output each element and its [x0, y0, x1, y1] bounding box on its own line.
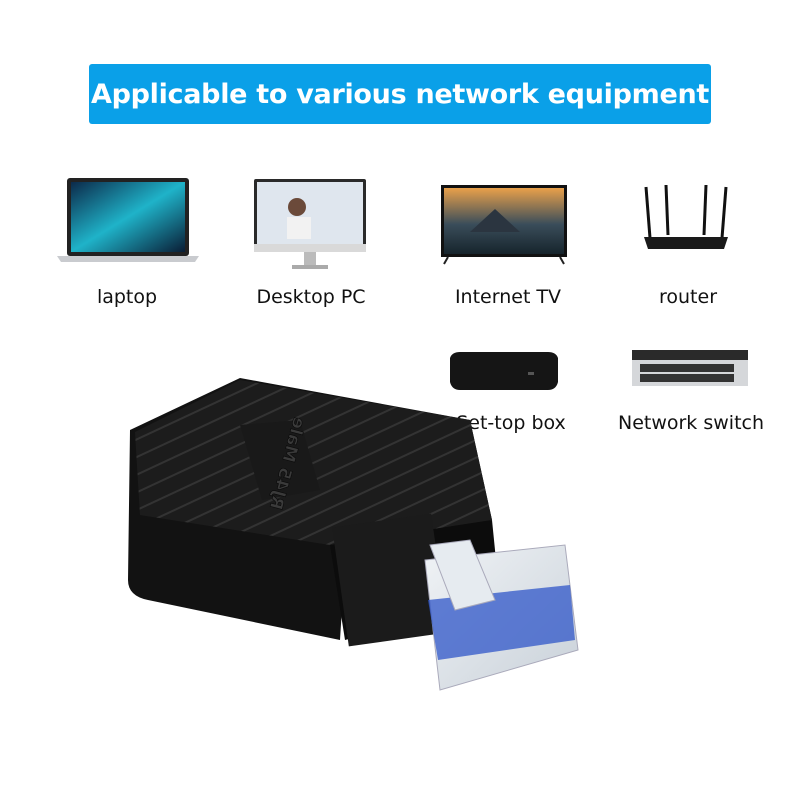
device-label-desktop-pc: Desktop PC — [256, 286, 366, 308]
device-label-set-top-box: Set-top box — [456, 412, 566, 434]
banner-title: Applicable to various network equipment — [89, 64, 711, 124]
tv-icon — [441, 185, 567, 265]
network-switch-icon — [632, 350, 748, 386]
device-label-laptop: laptop — [96, 286, 158, 308]
desktop-pc-icon — [254, 179, 366, 269]
device-label-network-switch: Network switch — [617, 412, 765, 434]
laptop-icon — [57, 178, 199, 262]
router-icon — [644, 184, 728, 249]
set-top-box-icon — [450, 352, 558, 390]
device-label-router: router — [658, 286, 718, 308]
device-label-internet-tv: Internet TV — [454, 286, 562, 308]
